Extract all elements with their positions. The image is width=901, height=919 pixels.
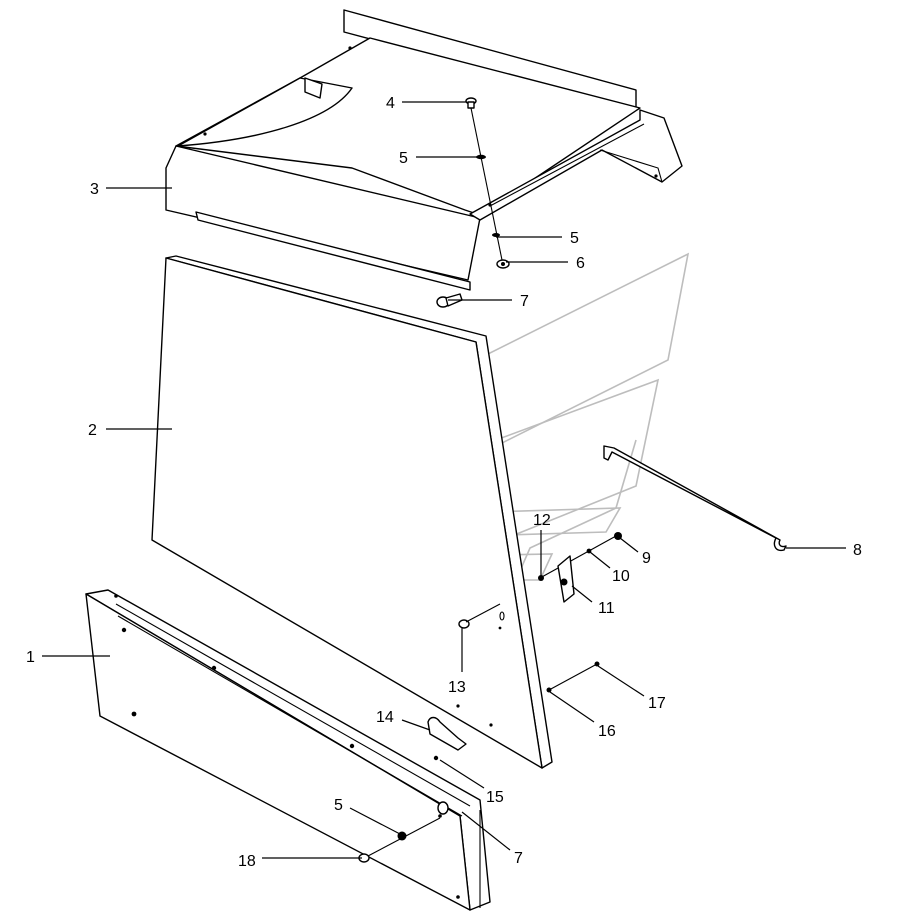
callout-18: 18 [238, 853, 256, 870]
leader-17 [597, 665, 645, 697]
callout-6: 6 [576, 255, 585, 272]
callout-7a: 7 [520, 293, 529, 310]
callout-5c: 5 [334, 797, 343, 814]
leader-10 [589, 551, 611, 569]
callout-16: 16 [598, 723, 616, 740]
callout-15: 15 [486, 789, 504, 806]
leader-14 [401, 719, 431, 731]
support-rod-part-8 [603, 445, 787, 552]
side-panel-part-2 [151, 255, 553, 769]
callout-labels: 1 2 3 4 5 5 5 6 7 7 8 9 10 11 12 13 14 1… [26, 95, 862, 870]
hardware-items [358, 97, 622, 863]
callout-3: 3 [90, 181, 99, 198]
callout-7b: 7 [514, 850, 523, 867]
leader-5c [349, 807, 401, 835]
leader-11 [571, 585, 593, 603]
callout-14: 14 [376, 709, 394, 726]
callout-10: 10 [612, 568, 630, 585]
callout-5a: 5 [399, 150, 408, 167]
top-cover-part-3 [165, 9, 683, 291]
lower-panel-part-1 [85, 589, 491, 911]
callout-4: 4 [386, 95, 395, 112]
callout-11: 11 [598, 600, 615, 617]
callout-5b: 5 [570, 230, 579, 247]
callout-12: 12 [533, 512, 551, 529]
callout-leaders [42, 101, 846, 859]
callout-8: 8 [853, 542, 862, 559]
leader-16 [549, 691, 595, 723]
callout-17: 17 [648, 695, 666, 712]
callout-1: 1 [26, 649, 35, 666]
leader-15 [439, 759, 485, 789]
callout-2: 2 [88, 422, 97, 439]
callout-13: 13 [448, 679, 466, 696]
leader-7b [461, 811, 511, 851]
callout-9: 9 [642, 550, 651, 567]
leader-9 [619, 537, 639, 553]
